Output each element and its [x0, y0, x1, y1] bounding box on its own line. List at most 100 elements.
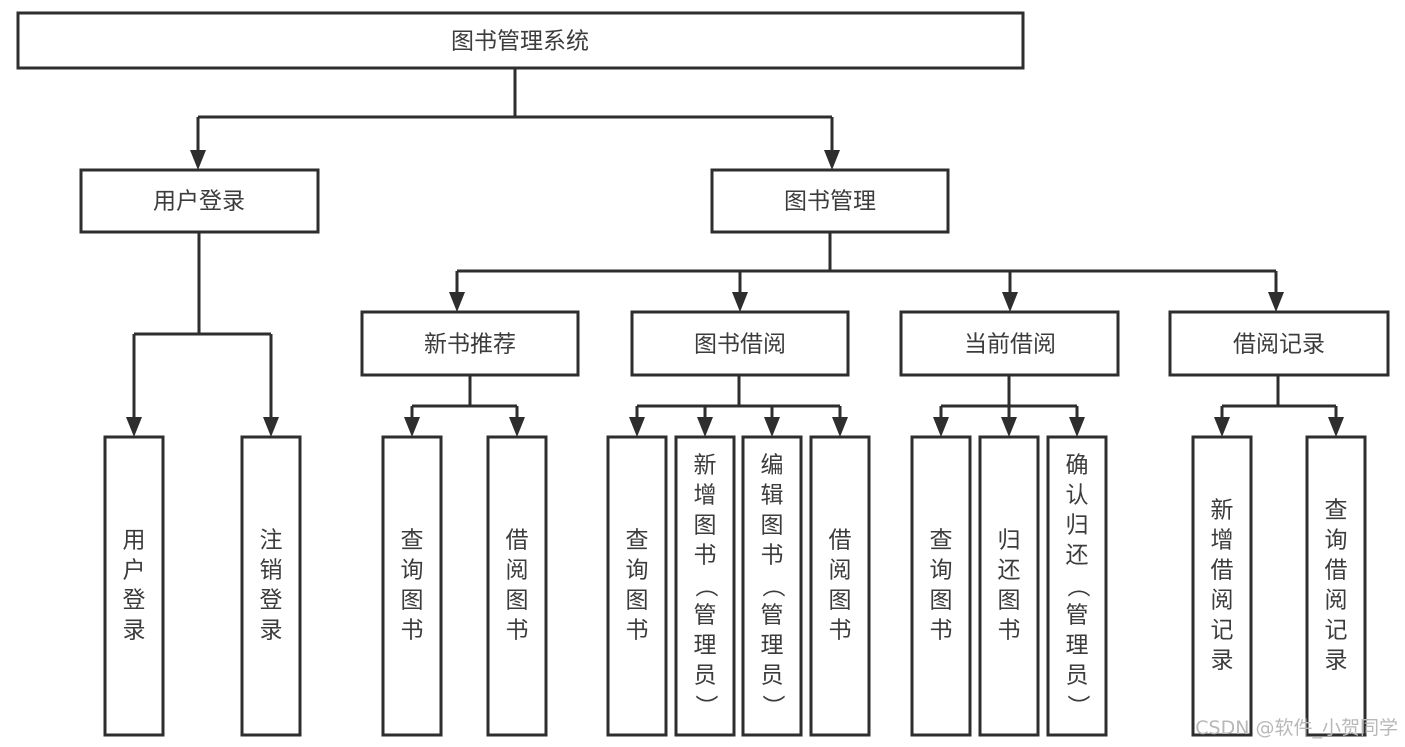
node-user-login-label: 用户登录 — [153, 189, 245, 215]
node-book-management[interactable]: 图书管理 — [710, 168, 950, 234]
arrow-to-leaf-query-book-3 — [933, 417, 949, 437]
vertical-char: ） — [760, 695, 786, 718]
vertical-char: （ — [760, 575, 786, 598]
vertical-char: 还 — [998, 558, 1021, 584]
node-leaf-query-record-box[interactable] — [1305, 435, 1367, 737]
vertical-char: （ — [693, 575, 719, 598]
node-leaf-return-book-box[interactable] — [978, 435, 1040, 737]
node-leaf-query-book-1-box[interactable] — [381, 435, 443, 737]
arrow-to-leaf-user-logout — [263, 417, 279, 437]
node-borrow-record-box[interactable] — [1168, 310, 1390, 377]
arrow-to-borrow-record — [1268, 292, 1284, 312]
vertical-char: 书 — [626, 618, 649, 644]
vertical-char: 书 — [761, 543, 784, 569]
vertical-char: 归 — [998, 528, 1021, 554]
arrow-to-new-book-recommend — [449, 292, 465, 312]
node-leaf-query-book-2-box[interactable] — [606, 435, 668, 737]
node-leaf-confirm-return-box[interactable] — [1046, 435, 1108, 737]
vertical-char: 管 — [1066, 603, 1089, 629]
vertical-char: 注 — [260, 528, 283, 554]
vertical-char: 录 — [260, 618, 283, 644]
arrow-to-leaf-add-book — [697, 417, 713, 437]
node-leaf-query-book-3-box[interactable] — [910, 435, 972, 737]
node-leaf-borrow-book-2-box[interactable] — [809, 435, 871, 737]
arrow-to-leaf-borrow-book-1 — [509, 417, 525, 437]
vertical-char: ） — [693, 695, 719, 718]
arrow-to-leaf-confirm-return — [1069, 417, 1085, 437]
vertical-char: 查 — [626, 528, 649, 554]
vertical-char: ） — [1065, 695, 1091, 718]
vertical-char: 书 — [694, 543, 717, 569]
vertical-char: 询 — [930, 558, 953, 584]
node-user-login-box[interactable] — [79, 168, 320, 234]
vertical-char: 还 — [1066, 543, 1089, 569]
node-leaf-add-book-box[interactable] — [674, 435, 736, 737]
node-book-management-box[interactable] — [710, 168, 950, 234]
vertical-char: 用 — [123, 528, 146, 554]
node-leaf-borrow-book-1-box[interactable] — [486, 435, 548, 737]
node-current-borrow-label: 当前借阅 — [964, 332, 1056, 358]
node-leaf-user-login-label: 用户登录 — [123, 528, 146, 644]
node-book-borrow[interactable]: 图书借阅 — [630, 310, 850, 377]
csdn-watermark: CSDN @软件_小贺同学 — [1195, 717, 1398, 739]
node-root[interactable]: 图书管理系统 — [16, 11, 1025, 70]
vertical-char: 销 — [260, 558, 283, 584]
vertical-char: 借 — [1211, 558, 1234, 584]
node-current-borrow-box[interactable] — [899, 310, 1120, 377]
node-leaf-add-record-box[interactable] — [1191, 435, 1253, 737]
vertical-char: 户 — [123, 558, 146, 584]
vertical-char: 记 — [1211, 618, 1234, 644]
vertical-char: 借 — [506, 528, 529, 554]
vertical-char: 书 — [998, 618, 1021, 644]
vertical-char: 录 — [1211, 648, 1234, 674]
node-new-book-recommend-box[interactable] — [360, 310, 580, 377]
vertical-char: 管 — [761, 603, 784, 629]
vertical-char: 图 — [626, 588, 649, 614]
connector-new-book-recommend-to-leaves — [404, 375, 525, 437]
arrow-to-leaf-edit-book — [764, 417, 780, 437]
node-current-borrow[interactable]: 当前借阅 — [899, 310, 1120, 377]
vertical-char: 图 — [998, 588, 1021, 614]
node-leaf-user-login[interactable]: 用户登录 — [103, 435, 165, 737]
connector-borrow-record-to-leaves — [1214, 375, 1344, 437]
arrow-to-leaf-return-book — [1001, 417, 1017, 437]
arrow-to-current-borrow — [1002, 292, 1018, 312]
node-new-book-recommend[interactable]: 新书推荐 — [360, 310, 580, 377]
connector-book-borrow-to-leaves — [629, 375, 848, 437]
node-book-management-label: 图书管理 — [784, 189, 876, 215]
node-leaf-user-logout-box[interactable] — [240, 435, 302, 737]
arrow-to-book-management — [824, 150, 840, 170]
node-book-borrow-box[interactable] — [630, 310, 850, 377]
vertical-char: 记 — [1325, 618, 1348, 644]
vertical-char: 员 — [694, 663, 717, 689]
vertical-char: 阅 — [1325, 588, 1348, 614]
node-new-book-recommend-label: 新书推荐 — [424, 332, 516, 358]
node-borrow-record[interactable]: 借阅记录 — [1168, 310, 1390, 377]
vertical-char: 借 — [1325, 558, 1348, 584]
vertical-char: 查 — [930, 528, 953, 554]
node-leaf-edit-book-box[interactable] — [741, 435, 803, 737]
vertical-char: 询 — [1325, 528, 1348, 554]
node-user-login[interactable]: 用户登录 — [79, 168, 320, 234]
node-root-box[interactable] — [16, 11, 1025, 70]
node-leaf-user-login-box[interactable] — [103, 435, 165, 737]
